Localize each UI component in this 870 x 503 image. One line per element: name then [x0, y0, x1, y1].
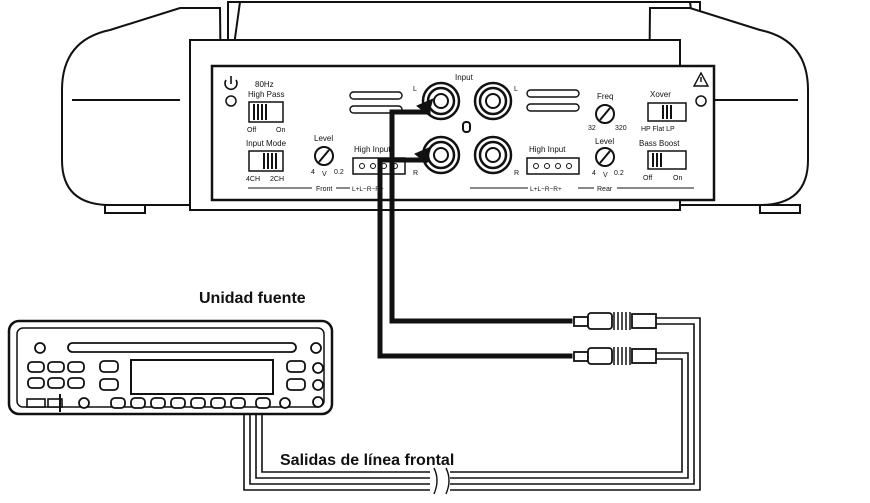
source-power-button[interactable]: [34, 342, 46, 354]
high-pass-switch[interactable]: [248, 101, 284, 123]
input-mode-switch[interactable]: [248, 150, 284, 172]
front-level-unit: V: [322, 171, 327, 178]
rear-terminals-label: L+L−R−R+: [530, 186, 562, 193]
rca-cable-right: [377, 157, 573, 359]
rear-level-unit: V: [603, 172, 608, 179]
source-left-buttons[interactable]: [27, 361, 85, 389]
input-left-label-b: L: [514, 86, 518, 93]
source-cable: [243, 317, 701, 495]
rca-front-left-jack[interactable]: [421, 81, 461, 121]
freq-max-label: 320: [615, 125, 627, 132]
protect-led: [695, 95, 707, 107]
crossover-freq-label: 80Hz: [255, 80, 274, 89]
rear-section-label: Rear: [597, 186, 613, 193]
source-unit-caption: Unidad fuente: [199, 290, 306, 307]
front-section-label: Front: [316, 186, 332, 193]
rca-rear-left-jack[interactable]: [473, 81, 513, 121]
warning-icon: [692, 71, 710, 87]
source-display: [130, 359, 274, 395]
source-volume-knob[interactable]: [78, 397, 90, 409]
rear-level-max: 0.2: [614, 170, 624, 177]
source-mode-button[interactable]: [99, 360, 119, 373]
eject-button[interactable]: [310, 342, 322, 354]
front-level-max: 0.2: [334, 169, 344, 176]
bass-boost-switch[interactable]: [647, 150, 687, 170]
source-right-button-2[interactable]: [286, 378, 306, 391]
rca-rear-right-jack[interactable]: [473, 135, 513, 175]
rca-plug-right: [573, 347, 657, 365]
amplifier: [61, 0, 809, 214]
panel-vents-right: [526, 89, 580, 112]
rear-high-input-label: High Input: [529, 145, 566, 154]
power-icon: [224, 76, 238, 91]
input-mode-label: Input Mode: [246, 139, 287, 148]
xover-modes-label: HP Flat LP: [641, 126, 675, 133]
bass-boost-off-label: Off: [643, 175, 652, 182]
input-left-label-a: L: [413, 86, 417, 93]
bass-boost-label: Bass Boost: [639, 139, 680, 148]
source-preset-buttons[interactable]: [110, 397, 271, 409]
amp-foot-left: [104, 204, 146, 214]
amp-control-panel: [210, 64, 716, 202]
mode-4ch-label: 4CH: [246, 176, 260, 183]
rear-level-label: Level: [595, 137, 614, 146]
source-band-button[interactable]: [99, 378, 119, 391]
control-panel-contents: 80Hz High Pass Off On Input Mode 4CH 2CH…: [224, 71, 710, 193]
front-level-min: 4: [311, 169, 315, 176]
freq-min-label: 32: [588, 125, 596, 132]
power-led: [225, 95, 237, 107]
source-unit: [7, 319, 334, 416]
freq-label: Freq: [597, 92, 613, 101]
xover-switch[interactable]: [647, 102, 687, 122]
amp-foot-right: [759, 204, 801, 214]
source-right-button-1[interactable]: [286, 360, 306, 373]
freq-knob[interactable]: [595, 104, 615, 124]
front-terminals-label: L+L−R−R+: [352, 186, 384, 193]
rca-plug-left: [573, 312, 657, 330]
input-right-label-b: R: [514, 170, 519, 177]
front-level-label: Level: [314, 134, 333, 143]
cd-slot: [67, 342, 297, 353]
source-right-knob-1[interactable]: [312, 362, 324, 374]
input-indicator-icon: [462, 121, 471, 133]
source-slider-track: [26, 398, 46, 408]
rear-level-min: 4: [592, 170, 596, 177]
xover-label: Xover: [650, 90, 671, 99]
rear-high-input-terminal[interactable]: [526, 157, 580, 175]
high-pass-off-label: Off: [247, 127, 256, 134]
mode-2ch-label: 2CH: [270, 176, 284, 183]
rca-cables: [377, 98, 573, 359]
front-high-input-label: High Input: [354, 145, 391, 154]
high-pass-on-label: On: [276, 127, 285, 134]
front-line-outputs-caption: Salidas de línea frontal: [280, 452, 454, 469]
panel-vents-left: [349, 91, 403, 114]
high-pass-label: High Pass: [248, 90, 284, 99]
front-level-knob[interactable]: [314, 146, 334, 166]
input-label: Input: [455, 73, 474, 82]
rca-cable-left: [389, 109, 573, 324]
input-right-label-a: R: [413, 170, 418, 177]
rear-level-knob[interactable]: [595, 147, 615, 167]
source-right-knob-2[interactable]: [312, 379, 324, 391]
bass-boost-on-label: On: [673, 175, 682, 182]
